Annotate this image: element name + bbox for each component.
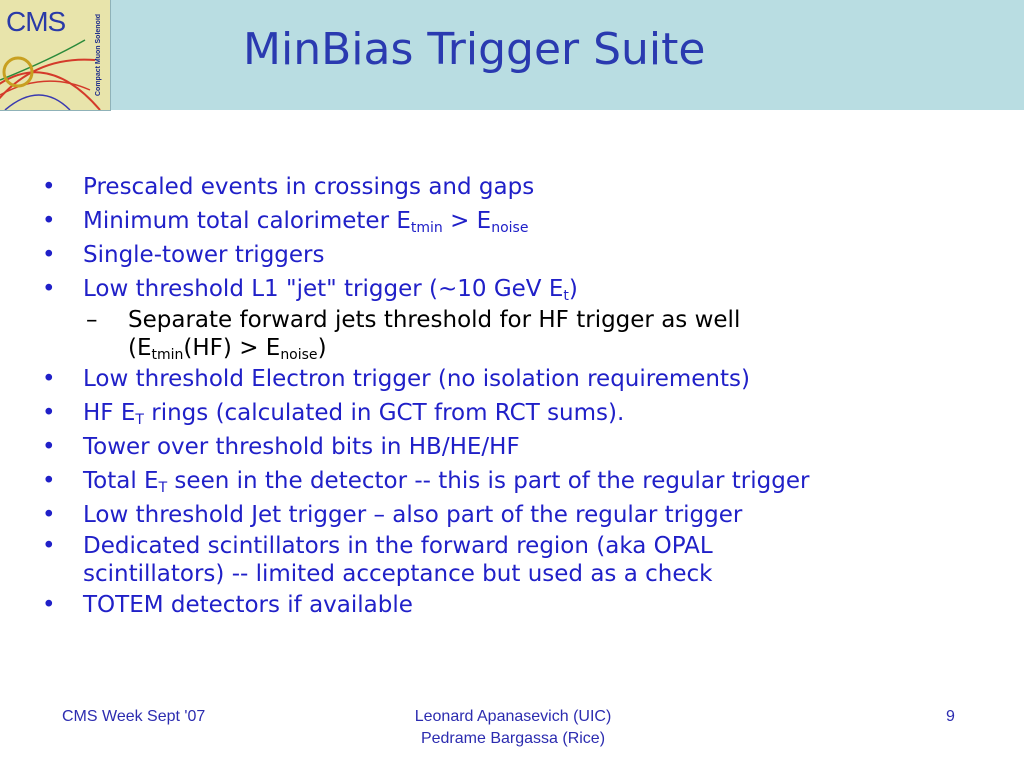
- bullet-text: Low threshold Jet trigger – also part of…: [83, 502, 743, 528]
- cms-logo: CMS Compact Muon Solenoid: [0, 0, 111, 111]
- bullet-item: • Minimum total calorimeter Etmin > Enoi…: [42, 204, 1002, 238]
- bullet-text: > E: [442, 208, 492, 234]
- footer-authors: Leonard Apanasevich (UIC) Pedrame Bargas…: [350, 706, 676, 750]
- bullet-item: • TOTEM detectors if available: [42, 588, 1002, 622]
- subscript: T: [135, 412, 144, 428]
- bullet-text: rings (calculated in GCT from RCT sums).: [143, 400, 625, 426]
- bullet-dot: •: [42, 400, 56, 426]
- bullet-text: Tower over threshold bits in HB/HE/HF: [83, 434, 520, 460]
- subscript: T: [158, 480, 168, 496]
- bullet-text-cont: scintillators) -- limited acceptance but…: [83, 561, 713, 587]
- logo-text: CMS: [6, 6, 66, 37]
- bullet-text: Total E: [83, 468, 159, 494]
- bullet-dot: •: [42, 468, 56, 494]
- bullet-item: • Low threshold Jet trigger – also part …: [42, 498, 1002, 532]
- footer-author-1: Leonard Apanasevich (UIC): [414, 708, 612, 725]
- bullet-dot: •: [42, 533, 56, 559]
- bullet-item: • Single-tower triggers: [42, 238, 1002, 272]
- bullet-dot: •: [42, 592, 56, 618]
- bullet-dot: •: [42, 276, 56, 302]
- bullet-dot: •: [42, 502, 56, 528]
- bullet-item: • Prescaled events in crossings and gaps: [42, 170, 1002, 204]
- sub-bullet-dash: –: [86, 307, 98, 333]
- bullet-item: • HF ET rings (calculated in GCT from RC…: [42, 396, 1002, 430]
- bullet-text: Dedicated scintillators in the forward r…: [83, 533, 713, 559]
- subscript: tmin: [151, 347, 184, 363]
- footer-author-2: Pedrame Bargassa (Rice): [420, 730, 606, 747]
- subscript: t: [563, 288, 569, 304]
- bullet-text: seen in the detector -- this is part of …: [167, 468, 810, 494]
- subscript: noise: [280, 347, 318, 363]
- sub-bullet-text-cont: (Etmin(HF) > Enoise): [128, 334, 1002, 362]
- subscript: noise: [491, 220, 529, 236]
- bullet-dot: •: [42, 434, 56, 460]
- page-number: 9: [946, 708, 955, 725]
- bullet-text: ): [568, 276, 578, 302]
- bullet-item: • Dedicated scintillators in the forward…: [42, 532, 1002, 588]
- bullet-dot: •: [42, 174, 56, 200]
- cms-logo-graphic: [0, 39, 101, 110]
- bullet-dot: •: [42, 242, 56, 268]
- header-band: [0, 0, 1024, 110]
- bullet-item: • Low threshold L1 "jet" trigger (~10 Ge…: [42, 272, 1002, 306]
- bullet-text: TOTEM detectors if available: [83, 592, 413, 618]
- sub-bullet-text: (E: [128, 335, 152, 361]
- sub-bullet-item: – Separate forward jets threshold for HF…: [42, 306, 1002, 362]
- subscript: tmin: [410, 220, 443, 236]
- bullet-text: Low threshold L1 "jet" trigger (~10 GeV …: [83, 276, 564, 302]
- bullet-item: • Total ET seen in the detector -- this …: [42, 464, 1002, 498]
- logo-side-text: Compact Muon Solenoid: [95, 13, 102, 97]
- bullet-text: Low threshold Electron trigger (no isola…: [83, 366, 750, 392]
- bullet-dot: •: [42, 366, 56, 392]
- bullet-text: Prescaled events in crossings and gaps: [83, 174, 535, 200]
- sub-bullet-text: ): [317, 335, 327, 361]
- bullet-text: Minimum total calorimeter E: [83, 208, 411, 234]
- bullet-dot: •: [42, 208, 56, 234]
- footer-event: CMS Week Sept '07: [62, 708, 206, 725]
- bullet-item: • Tower over threshold bits in HB/HE/HF: [42, 430, 1002, 464]
- sub-bullet-text: Separate forward jets threshold for HF t…: [128, 307, 741, 333]
- bullet-item: • Low threshold Electron trigger (no iso…: [42, 362, 1002, 396]
- bullet-text: Single-tower triggers: [83, 242, 325, 268]
- sub-bullet-text: (HF) > E: [183, 335, 281, 361]
- bullet-text: HF E: [83, 400, 136, 426]
- bullet-list: • Prescaled events in crossings and gaps…: [42, 170, 1002, 622]
- slide-title: MinBias Trigger Suite: [243, 24, 706, 75]
